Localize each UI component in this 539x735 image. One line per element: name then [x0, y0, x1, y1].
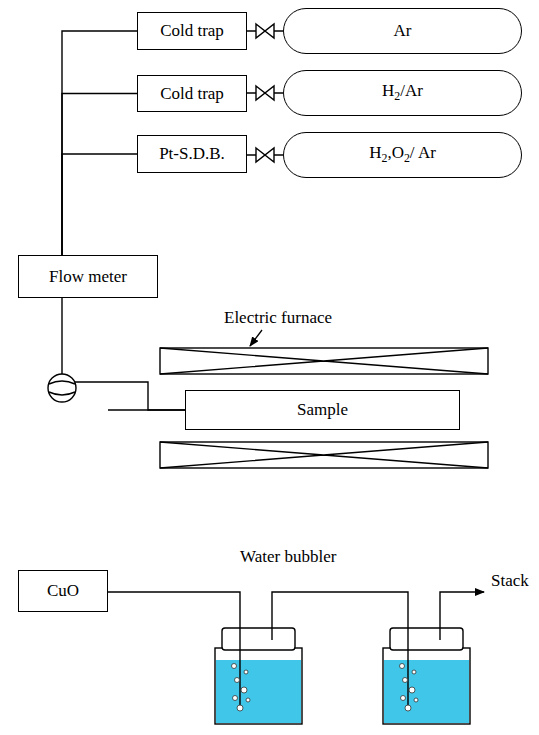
- node-label: Cold trap: [160, 21, 224, 41]
- node-label: Pt-S.D.B.: [159, 144, 225, 164]
- subscript: 2: [381, 152, 387, 166]
- gas-line: [62, 31, 137, 255]
- process-box: Pt-S.D.B.: [137, 135, 247, 173]
- subscript: 2: [404, 152, 410, 166]
- process-box: Sample: [185, 390, 460, 430]
- node-label: Cold trap: [160, 84, 224, 104]
- text-label: Stack: [489, 571, 531, 591]
- node-label: Sample: [297, 400, 348, 420]
- gas-cylinder: H2/Ar: [283, 70, 522, 116]
- node-label: Ar: [394, 21, 412, 41]
- gas-line: [108, 409, 185, 410]
- gas-cylinder: Ar: [283, 8, 522, 54]
- node-label: CuO: [47, 581, 79, 601]
- valve-symbol: [256, 24, 274, 162]
- leader-arrow: [250, 330, 262, 346]
- process-box: Flow meter: [18, 255, 158, 298]
- subscript: 2: [394, 90, 400, 104]
- node-label: H2,O2/ Ar: [369, 143, 436, 166]
- gas-line: [62, 94, 137, 256]
- text-label: Water bubbler: [238, 547, 338, 567]
- water-bubbler: [215, 628, 470, 724]
- gas-line: [62, 154, 137, 255]
- gas-cylinder: H2,O2/ Ar: [283, 132, 522, 178]
- process-box: Cold trap: [137, 12, 247, 50]
- node-label: Flow meter: [49, 267, 127, 287]
- electric-furnace: [160, 348, 488, 468]
- process-box: Cold trap: [137, 75, 247, 112]
- four-way-valve: [48, 374, 76, 402]
- bubbles: [232, 664, 419, 712]
- text-label: Electric furnace: [222, 308, 334, 328]
- node-label: H2/Ar: [382, 81, 423, 104]
- process-box: CuO: [18, 570, 108, 612]
